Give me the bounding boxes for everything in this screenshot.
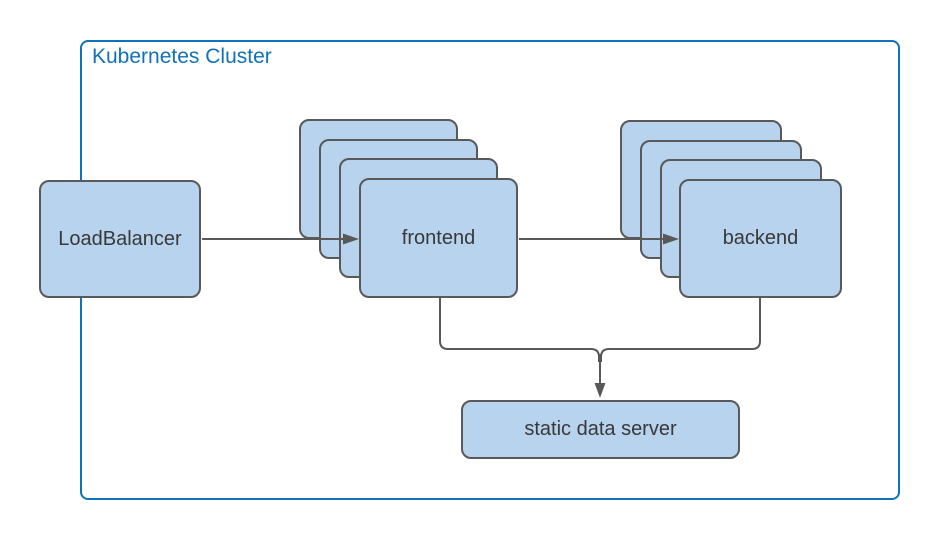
frontend-node: frontend — [359, 178, 518, 298]
frontend-label: frontend — [401, 226, 476, 249]
load-balancer-node: LoadBalancer — [39, 180, 201, 298]
static-data-server-node: static data server — [461, 400, 740, 459]
load-balancer-label: LoadBalancer — [58, 227, 182, 250]
backend-label: backend — [722, 227, 799, 249]
kubernetes-cluster-label: Kubernetes Cluster — [92, 45, 272, 68]
backend-node: backend — [679, 179, 842, 298]
static-data-server-label: static data server — [524, 418, 677, 440]
